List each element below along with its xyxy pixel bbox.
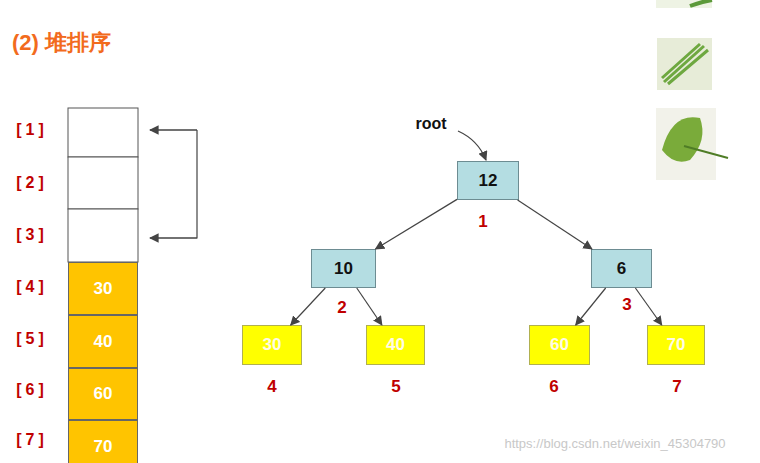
leaf-node: 30 xyxy=(242,325,302,365)
leaf-node: 60 xyxy=(529,325,590,365)
bracket-arrow xyxy=(150,129,197,130)
root-label: root xyxy=(415,115,446,133)
node-text: 30 xyxy=(94,279,113,299)
node-number: 7 xyxy=(672,377,681,397)
empty-cell xyxy=(68,209,138,262)
node-number: 6 xyxy=(549,377,558,397)
node-number: 4 xyxy=(267,377,276,397)
root-pointer xyxy=(458,131,486,160)
tree-edge xyxy=(376,199,457,249)
array-cell: 60 xyxy=(68,368,138,420)
leaf-picture xyxy=(662,44,708,84)
tree-node: 12 xyxy=(457,161,519,200)
node-text: 30 xyxy=(263,335,282,355)
empty-cell xyxy=(68,108,138,157)
array-cell: 30 xyxy=(68,262,138,315)
node-text: 70 xyxy=(94,437,113,457)
leaf-picture xyxy=(690,0,712,6)
array-cell: 40 xyxy=(68,315,138,368)
watermark: https://blog.csdn.net/weixin_45304790 xyxy=(504,436,725,451)
leaf-picture xyxy=(656,0,712,8)
title: (2) 堆排序 xyxy=(12,28,111,58)
leaf-picture xyxy=(684,146,728,158)
bracket-arrow xyxy=(150,237,197,238)
array-cell: 70 xyxy=(68,420,138,463)
node-text: 60 xyxy=(550,335,569,355)
tree-edge-group xyxy=(376,199,457,249)
tree-edge xyxy=(576,288,606,325)
node-number: 2 xyxy=(337,298,346,318)
array-index: [1] xyxy=(16,121,48,139)
node-number: 5 xyxy=(391,377,400,397)
tree-edge xyxy=(291,288,326,325)
leaf-node: 70 xyxy=(647,325,705,365)
tree-edge-group xyxy=(518,200,592,249)
bracket-line xyxy=(150,130,197,238)
tree-edge xyxy=(357,288,382,325)
empty-cell xyxy=(68,157,138,209)
tree-edge-group xyxy=(635,288,661,325)
array-index: [4] xyxy=(16,278,48,296)
node-text: 40 xyxy=(94,332,113,352)
array-index: [6] xyxy=(16,381,48,399)
node-number: 3 xyxy=(622,295,631,315)
leaf-picture xyxy=(657,38,712,90)
tree-edge xyxy=(518,200,592,249)
array-index: [3] xyxy=(16,226,48,244)
leaf-picture xyxy=(662,117,702,161)
tree-node: 6 xyxy=(591,249,652,288)
tree-edge-group xyxy=(291,288,326,325)
node-text: 40 xyxy=(386,335,405,355)
tree-edge-group xyxy=(357,288,382,325)
leaf-picture xyxy=(656,108,716,180)
node-text: 60 xyxy=(94,384,113,404)
node-text: 70 xyxy=(667,335,686,355)
node-text: 6 xyxy=(617,259,626,279)
node-text: 10 xyxy=(334,259,353,279)
node-number: 1 xyxy=(478,212,487,232)
tree-node: 10 xyxy=(311,249,376,288)
tree-edge-group xyxy=(576,288,606,325)
array-index: [5] xyxy=(16,330,48,348)
array-index: [2] xyxy=(16,174,48,192)
leaf-node: 40 xyxy=(366,325,425,365)
array-index: [7] xyxy=(16,431,48,449)
tree-edge xyxy=(635,288,661,325)
node-text: 12 xyxy=(479,171,498,191)
